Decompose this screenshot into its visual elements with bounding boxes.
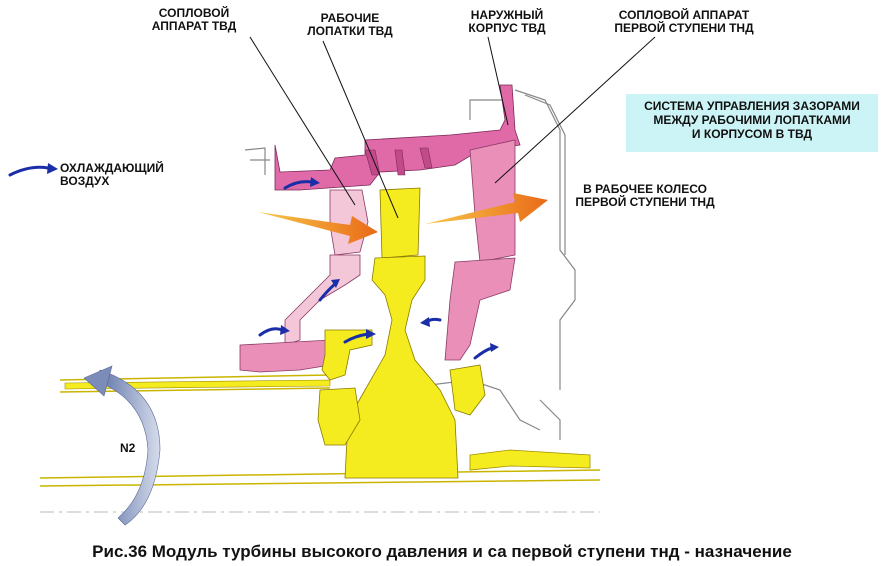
cooling-arrow-mid	[318, 282, 337, 302]
leader-lines	[249, 36, 656, 219]
lpt-stage1-nozzle	[469, 139, 516, 263]
n2-arrowhead	[83, 365, 113, 397]
figure-caption: Рис.36 Модуль турбины высокого давления …	[92, 542, 792, 561]
label-n2: N2	[120, 441, 136, 455]
cooling-arrow-lpt	[473, 346, 494, 360]
cooling-arrow-disk	[343, 332, 370, 344]
lpt-nozzle-inner-support	[444, 257, 516, 361]
label-to-lpt-wheel: В РАБОЧЕЕ КОЛЕСО ПЕРВОЙ СТУПЕНИ ТНД	[575, 182, 715, 209]
label-outer-case: НАРУЖНЫЙ КОРПУС ТВД	[468, 8, 546, 35]
label-hpt-nozzle: СОПЛОВОЙ АППАРАТ ТВД	[151, 6, 237, 33]
hot-gas-arrow-nozzle	[258, 212, 378, 244]
lpt-shaft-connection	[469, 449, 591, 471]
hpt-front-seal	[321, 329, 373, 381]
hp-shaft	[39, 374, 601, 487]
inner-seal-stator	[239, 339, 331, 373]
clearance-control-info-box: СИСТЕМА УПРАВЛЕНИЯ ЗАЗОРАМИ МЕЖДУ РАБОЧИ…	[626, 94, 878, 152]
cooling-arrow-low	[258, 327, 284, 337]
hpt-blade	[379, 187, 421, 259]
cooling-arrow-upper	[283, 180, 314, 190]
label-hpt-blades: РАБОЧИЕ ЛОПАТКИ ТВД	[307, 11, 393, 38]
cooling-arrow-legend	[8, 165, 50, 177]
outer-case-hpt	[274, 84, 521, 191]
hpt-disk	[344, 255, 459, 479]
n2-rotation-arrow	[97, 369, 161, 526]
hpt-front-arm	[317, 387, 361, 446]
cooling-arrowheads	[47, 163, 499, 352]
label-cooling-air: ОХЛАЖДАЮЩИЙ ВОЗДУХ	[60, 161, 164, 188]
hpt-rear-arm	[449, 364, 486, 416]
label-lpt-nozzle: СОПЛОВОЙ АППАРАТ ПЕРВОЙ СТУПЕНИ ТНД	[614, 8, 754, 35]
hpt-nozzle-support	[284, 254, 361, 346]
hot-gas-arrow-exit	[425, 193, 548, 224]
